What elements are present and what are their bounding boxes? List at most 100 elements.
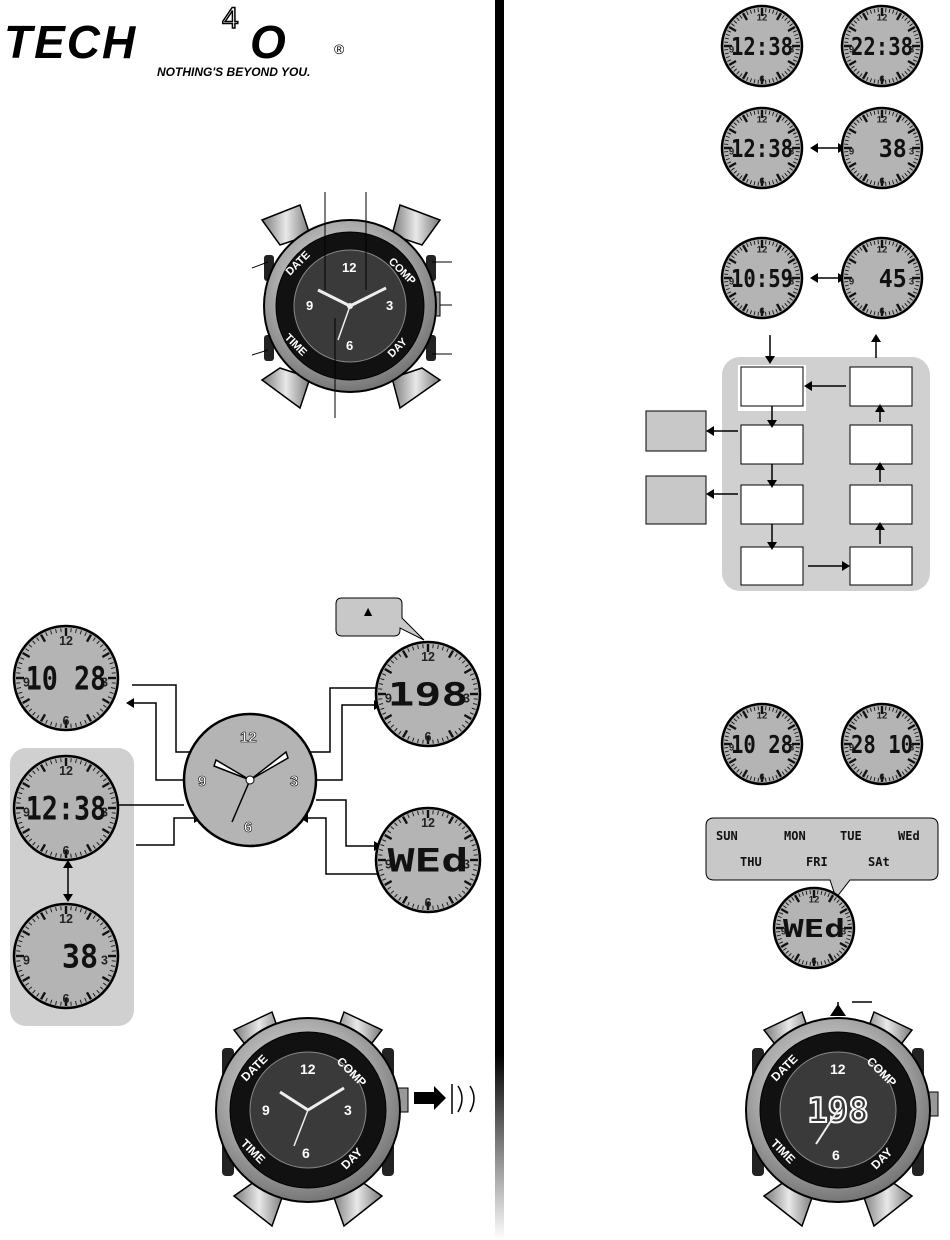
lcd-time-c-readout: 10:59 <box>731 264 793 293</box>
mode-connectors <box>67 684 380 900</box>
lcd-time-12h: 12 3 6 912:38 <box>720 4 804 88</box>
lcd-time-c-numeral: 3 <box>789 277 794 288</box>
watch-front-digital: DATE COMP TIME DAY 12 6 198 <box>745 1010 939 1228</box>
lcd-time-12h-numeral: 3 <box>789 45 794 56</box>
dial-three: 3 <box>386 298 393 313</box>
lcd-seconds-a-numeral: 9 <box>849 147 854 158</box>
lcd-time-12h-numeral: 6 <box>759 74 764 85</box>
lcd-time-12h-readout: 12:38 <box>731 32 793 61</box>
lcd-date-dm-numeral: 3 <box>909 743 914 754</box>
lcd-time-seconds-a-numeral: 9 <box>729 147 734 158</box>
logo-o: O <box>250 16 286 68</box>
lcd-date-mode-numeral: 9 <box>23 676 30 690</box>
lcd-date-mode-numeral: 12 <box>59 634 73 648</box>
lcd-time-mode-numeral: 12 <box>59 764 73 778</box>
minute-hand <box>349 286 387 308</box>
lcd-year-mode-numeral: 3 <box>463 692 470 706</box>
lcd-weekday-numeral: 12 <box>809 895 820 906</box>
lcd-seconds-c-numeral: 6 <box>879 306 884 317</box>
flow-arrowheads <box>706 143 885 1016</box>
lcd-seconds-a-numeral: 12 <box>877 115 888 126</box>
lcd-date-mode-readout: 10 28 <box>26 660 107 698</box>
lcd-date-dm-numeral: 9 <box>849 743 854 754</box>
lcd-time-12h-numeral: 12 <box>757 13 768 24</box>
lcd-time-24h-numeral: 9 <box>849 45 854 56</box>
center-analog-dial: 12 3 6 9 <box>182 712 318 848</box>
digital-watch-six: 6 <box>832 1147 840 1163</box>
watch-front-top: DATE COMP TIME DAY 12 3 6 9 <box>251 192 452 418</box>
lcd-date-mode: 12 3 6 910 28 <box>12 624 120 732</box>
lcd-seconds-mode-readout: 38 <box>62 938 98 976</box>
digital-watch-twelve: 12 <box>830 1061 846 1077</box>
lcd-time-24h-numeral: 12 <box>877 13 888 24</box>
lcd-year-mode-numeral: 9 <box>385 692 392 706</box>
column-divider <box>495 0 504 1240</box>
lcd-weekday-readout: WEd <box>783 914 845 943</box>
lcd-seconds-a-numeral: 6 <box>879 176 884 187</box>
weekday-tue: TUE <box>840 829 862 843</box>
weekday-sat: SAt <box>868 855 890 869</box>
lcd-time-mode-readout: 12:38 <box>26 790 107 828</box>
dial-twelve: 12 <box>342 260 356 275</box>
dial-six: 6 <box>346 338 353 353</box>
lcd-seconds-a-numeral: 3 <box>909 147 914 158</box>
lcd-seconds-a-readout: 38 <box>879 134 907 163</box>
lcd-time-c-numeral: 6 <box>759 306 764 317</box>
lcd-weekday-numeral: 9 <box>781 927 786 938</box>
tagline: NOTHING'S BEYOND YOU. <box>157 65 310 79</box>
dial-nine: 9 <box>306 298 313 313</box>
weekday-bubble: SUN MON TUE WEd THU FRI SAt <box>705 817 939 900</box>
lcd-date-mode-numeral: 3 <box>101 676 108 690</box>
lcd-date-md-numeral: 3 <box>789 743 794 754</box>
crown-watch-six: 6 <box>302 1145 310 1161</box>
setting-flow-panel <box>722 357 930 591</box>
weekday-thu: THU <box>740 855 762 869</box>
lcd-seconds-mode-numeral: 3 <box>101 954 108 968</box>
lcd-seconds-mode-numeral: 12 <box>59 912 73 926</box>
lcd-time-mode-numeral: 6 <box>63 844 70 858</box>
lcd-date-mode-numeral: 6 <box>63 714 70 728</box>
lcd-seconds-c-numeral: 12 <box>877 245 888 256</box>
lcd-time-mode-numeral: 9 <box>23 806 30 820</box>
lcd-time-24h-readout: 22:38 <box>851 32 913 61</box>
center-dial-six: 6 <box>244 819 252 836</box>
crown-watch-three: 3 <box>344 1102 352 1118</box>
center-dial-nine: 9 <box>198 773 206 790</box>
brand-logo: TECH O 4 ® NOTHING'S BEYOND YOU. <box>0 0 360 80</box>
weekday-wed: WEd <box>898 829 920 843</box>
lcd-seconds-mode-numeral: 9 <box>23 954 30 968</box>
lcd-seconds-c-numeral: 9 <box>849 277 854 288</box>
lcd-date-md-numeral: 6 <box>759 772 764 783</box>
lcd-time-12h-numeral: 9 <box>729 45 734 56</box>
lcd-year-mode-numeral: 6 <box>425 730 432 744</box>
lcd-time-mode-numeral: 3 <box>101 806 108 820</box>
lcd-date-md-numeral: 9 <box>729 743 734 754</box>
logo-wordmark: TECH <box>4 16 137 68</box>
hour-hand <box>317 288 351 308</box>
lcd-year-mode-numeral: 12 <box>421 650 435 664</box>
registered-mark: ® <box>334 41 345 57</box>
weekday-mon: MON <box>784 829 806 843</box>
pull-crown-arrow-icon <box>414 1086 446 1110</box>
center-dial-twelve: 12 <box>240 729 257 746</box>
lcd-date-md-readout: 10 28 <box>731 730 793 759</box>
lcd-day-mode-numeral: 12 <box>421 816 435 830</box>
lcd-weekday-numeral: 6 <box>811 956 816 967</box>
lcd-time-seconds-a-numeral: 6 <box>759 176 764 187</box>
lcd-seconds-c-readout: 45 <box>879 264 907 293</box>
lcd-time-seconds-a-readout: 12:38 <box>731 134 793 163</box>
weekday-fri: FRI <box>806 855 828 869</box>
lcd-date-dm-numeral: 12 <box>877 711 888 722</box>
lcd-day-mode-readout: WEd <box>388 842 469 880</box>
